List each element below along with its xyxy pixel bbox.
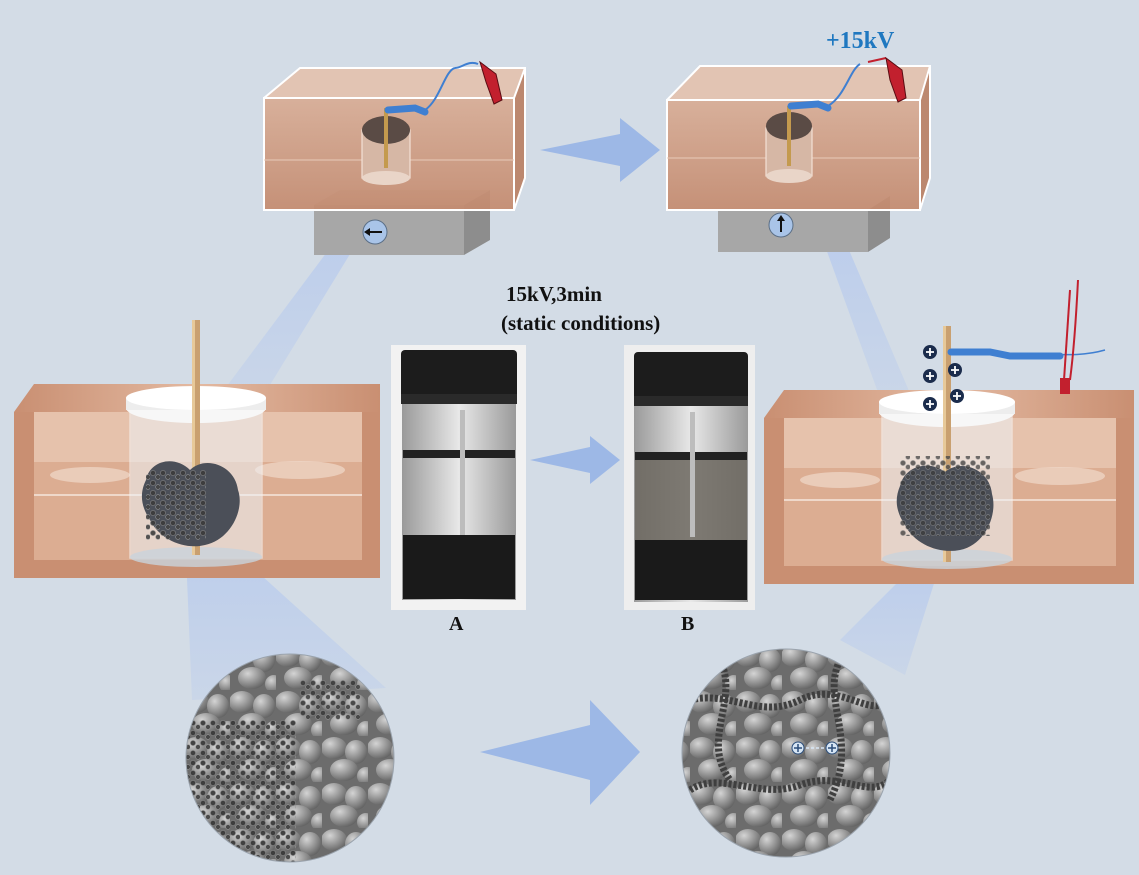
bath-right — [764, 279, 1134, 584]
zoom-circle-right — [681, 648, 891, 858]
bath-left — [14, 320, 380, 578]
red-connector — [1060, 378, 1070, 394]
plus-charge-icon — [923, 345, 964, 411]
photo-b — [624, 345, 755, 610]
arrow-bottom — [480, 700, 640, 805]
photo-a — [391, 345, 526, 610]
arrow-top — [540, 118, 660, 182]
photo-a-label: A — [449, 613, 464, 635]
condition-label-line2: (static conditions) — [501, 311, 661, 335]
zoom-circle-left — [185, 653, 395, 863]
arrow-up-icon — [777, 215, 785, 221]
tank-top-right — [666, 56, 931, 252]
red-clip-left — [479, 60, 503, 105]
red-clip-right — [885, 56, 907, 103]
voltage-label: +15kV — [826, 28, 895, 54]
tank-top-left — [263, 60, 526, 255]
arrow-middle — [530, 436, 620, 484]
condition-label-line1: 15kV,3min — [506, 282, 602, 306]
zoom-beam-top-right — [812, 210, 912, 398]
arrow-left-icon — [364, 228, 370, 236]
photo-b-label: B — [681, 613, 695, 635]
